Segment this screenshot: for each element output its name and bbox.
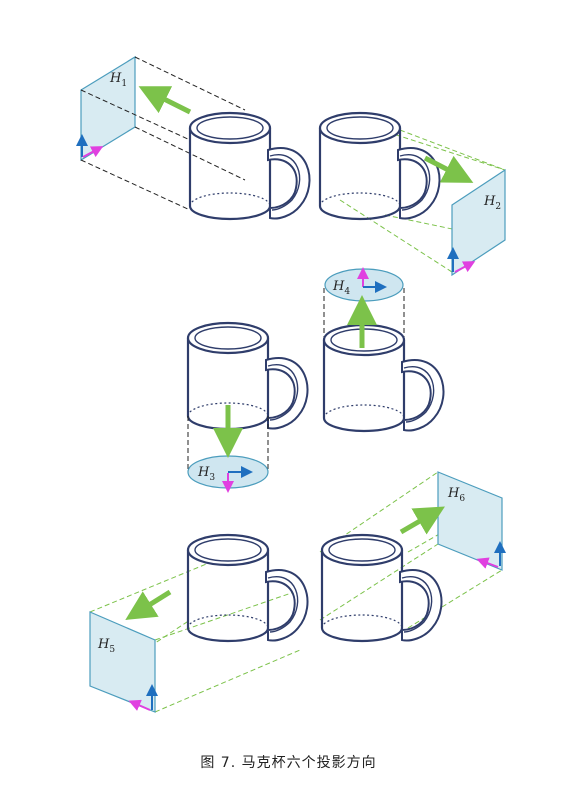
- axis-side-icon: [476, 557, 499, 569]
- projection-plane-h1: [80, 55, 136, 162]
- projection-plane-h5: [89, 611, 156, 713]
- plane-label-h1: H1: [109, 71, 127, 89]
- projection-arrow-h1: [138, 86, 192, 115]
- mug-h2: [318, 111, 441, 221]
- axis-side-icon: [454, 261, 476, 273]
- axis-side-icon: [128, 699, 151, 711]
- view-h1-group: H1: [76, 55, 311, 221]
- plane-label-h5: H5: [97, 637, 115, 655]
- view-h3-group: H3: [186, 321, 309, 493]
- view-h6-group: H6: [319, 471, 506, 643]
- axis-side-icon: [82, 146, 104, 158]
- plane-label-h4: H4: [332, 279, 350, 297]
- view-h5-group: H5: [89, 533, 309, 713]
- projector-lines-h4: [323, 288, 405, 340]
- mug-h4: [322, 323, 445, 433]
- projector-lines-h1: [80, 56, 246, 211]
- mug-h6: [320, 533, 443, 643]
- projection-arrow-h5: [125, 589, 172, 620]
- projection-arrow-h2: [423, 155, 474, 183]
- projector-lines-h3: [187, 416, 269, 470]
- mug-h5: [186, 533, 309, 643]
- figure-caption: 图 7. 马克杯六个投影方向: [200, 755, 377, 771]
- projection-plane-h2: [451, 168, 506, 277]
- view-h4-group: H4: [322, 267, 445, 433]
- plane-label-h2: H2: [483, 194, 501, 212]
- plane-label-h3: H3: [197, 465, 215, 483]
- projection-arrow-h6: [399, 506, 445, 535]
- mug-h3: [186, 321, 309, 431]
- plane-label-h6: H6: [447, 486, 465, 504]
- mug-h1: [188, 111, 311, 221]
- view-h2-group: H2: [318, 111, 506, 277]
